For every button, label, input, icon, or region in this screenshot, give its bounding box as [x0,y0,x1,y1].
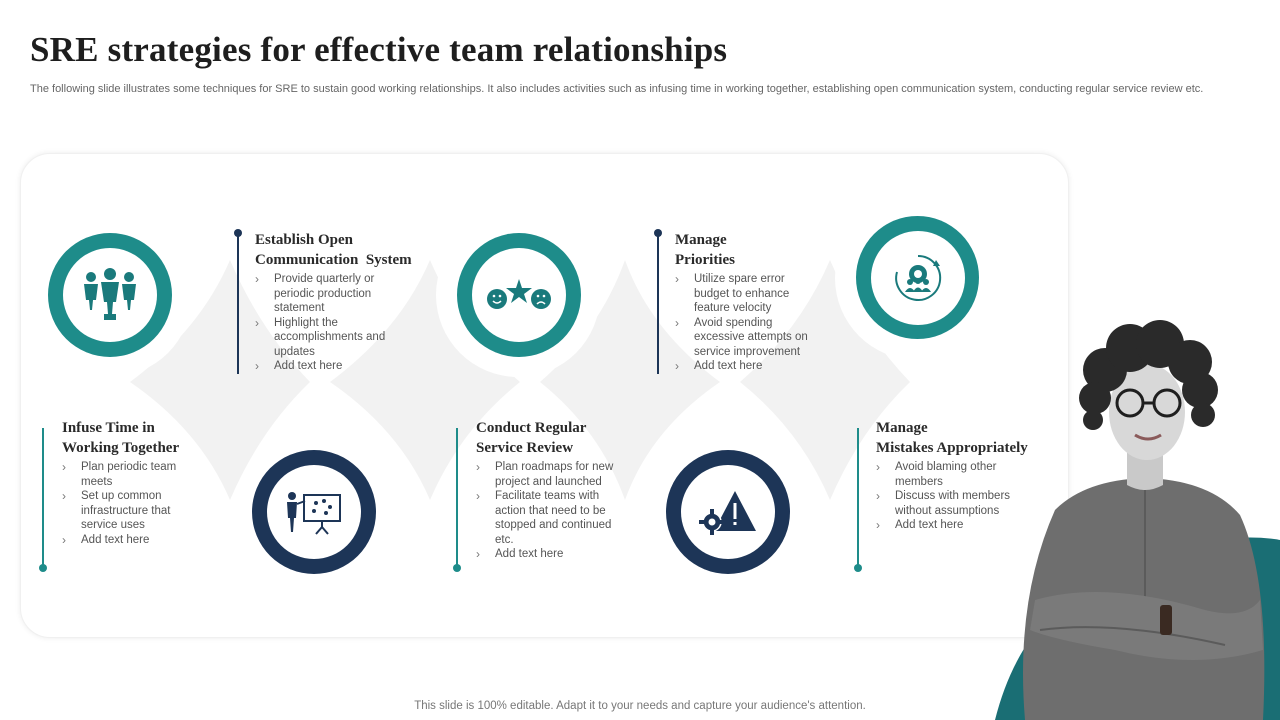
connector-dot-2 [234,229,242,237]
strategy-title-line: Infuse Time in [62,420,155,436]
strategy-title-line: Communication System [255,252,412,268]
strategy-title-line: Mistakes Appropriately [876,440,1028,456]
bullet-item: Plan periodic team meets [62,460,182,489]
team-icon [80,265,140,325]
bullet-item: Add text here [876,518,1026,533]
strategy-title-line: Manage [675,232,727,248]
bullet-item: Set up common infrastructure that servic… [62,489,182,533]
bullet-item: Add text here [255,359,400,374]
gear-warning-icon [699,489,757,535]
connector-line-5 [857,428,859,568]
team-circle [48,233,172,357]
bullet-item: Discuss with members without assumptions [876,489,1026,518]
bullet-item: Plan roadmaps for new project and launch… [476,460,626,489]
strategy-open-communication: Establish Open Communication System Prov… [255,230,430,374]
team-gear-icon [892,252,944,304]
bullet-item: Facilitate teams with action that need t… [476,489,626,547]
connector-dot-4 [654,229,662,237]
strategy-title-line: Working Together [62,440,180,456]
strategy-title-line: Service Review [476,440,574,456]
strategy-title: Infuse Time in Working Together [62,418,212,458]
footer-note: This slide is 100% editable. Adapt it to… [414,700,866,712]
strategy-manage-mistakes: Manage Mistakes Appropriately Avoid blam… [876,418,1051,533]
presentation-icon [284,489,344,535]
bullet-list: Provide quarterly or periodic production… [255,272,400,374]
bullet-item: Avoid spending excessive attempts on ser… [675,316,820,360]
feedback-faces-icon [487,275,551,315]
connector-line-3 [456,428,458,568]
strategy-title: Establish Open Communication System [255,230,430,270]
strategy-infuse-time: Infuse Time in Working Together Plan per… [62,418,212,547]
bullet-item: Add text here [62,533,182,548]
feedback-circle [457,233,581,357]
connector-line-1 [42,428,44,568]
connector-dot-3 [453,564,461,572]
bullet-item: Add text here [476,547,626,562]
strategy-title: Conduct Regular Service Review [476,418,636,458]
bullet-list: Utilize spare error budget to enhance fe… [675,272,820,374]
strategy-service-review: Conduct Regular Service Review Plan road… [476,418,636,562]
strategy-title-line: Manage [876,420,928,436]
connector-line-2 [237,234,239,374]
connector-dot-5 [854,564,862,572]
bullet-item: Highlight the accomplishments and update… [255,316,400,360]
strategy-title-line: Priorities [675,252,735,268]
connector-line-4 [657,234,659,374]
slide-subtitle: The following slide illustrates some tec… [30,83,1204,95]
strategy-manage-priorities: Manage Priorities Utilize spare error bu… [675,230,835,374]
presenter-photo [995,300,1280,720]
strategy-title-line: Establish Open [255,232,353,248]
bullet-item: Add text here [675,359,820,374]
slide-title: SRE strategies for effective team relati… [30,30,728,69]
strategy-title-line: Conduct Regular [476,420,587,436]
presentation-circle [252,450,376,574]
bullet-item: Utilize spare error budget to enhance fe… [675,272,820,316]
risk-circle [666,450,790,574]
bullet-list: Avoid blaming other members Discuss with… [876,460,1026,533]
bullet-list: Plan periodic team meets Set up common i… [62,460,182,547]
bullet-list: Plan roadmaps for new project and launch… [476,460,626,562]
bullet-item: Provide quarterly or periodic production… [255,272,400,316]
team-gear-circle [856,216,979,339]
strategy-title: Manage Mistakes Appropriately [876,418,1051,458]
connector-dot-1 [39,564,47,572]
bullet-item: Avoid blaming other members [876,460,1026,489]
strategy-title: Manage Priorities [675,230,835,270]
